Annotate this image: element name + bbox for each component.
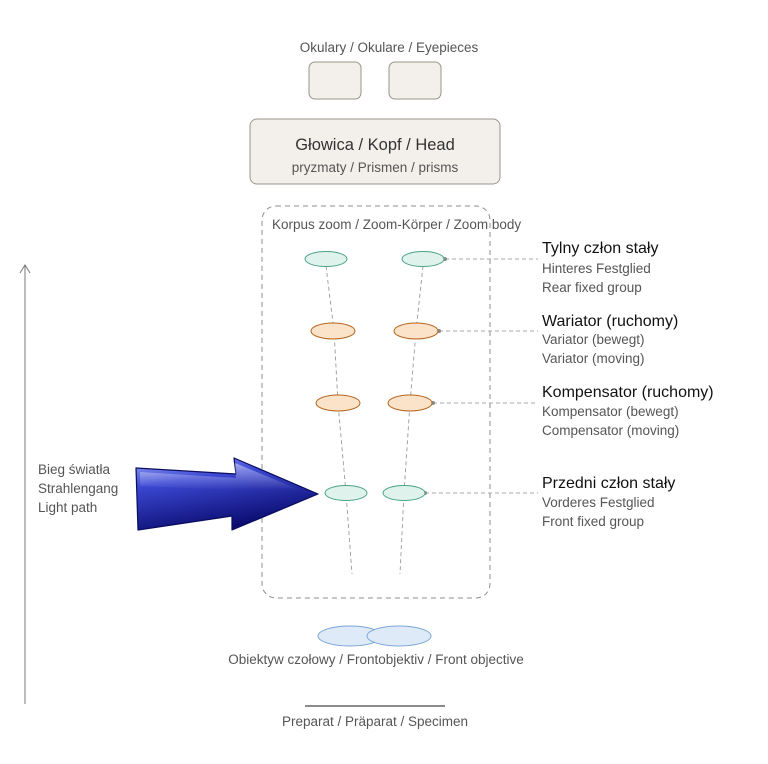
light-path-line3: Light path xyxy=(38,500,97,515)
head-subtitle: pryzmaty / Prismen / prisms xyxy=(292,160,459,175)
eyepieces-label: Okulary / Okulare / Eyepieces xyxy=(300,40,479,55)
variator-lens-right xyxy=(393,322,439,340)
zoom-body-label: Korpus zoom / Zoom-Körper / Zoom body xyxy=(272,217,521,232)
head-box xyxy=(249,118,501,185)
left-ray-line xyxy=(325,265,353,575)
head-title: Głowica / Kopf / Head xyxy=(295,136,455,154)
objective-label: Obiektyw czołowy / Frontobjektiv / Front… xyxy=(228,652,524,667)
light-path-line2: Strahlengang xyxy=(38,481,118,496)
variator-title: Wariator (ruchomy) xyxy=(542,313,678,330)
front-group-line3: Front fixed group xyxy=(542,514,644,529)
front-fixed-lens-left xyxy=(324,485,368,501)
rear-fixed-lens-left xyxy=(304,251,348,267)
compensator-line2: Kompensator (bewegt) xyxy=(542,404,679,419)
front-group-line2: Vorderes Festglied xyxy=(542,495,655,510)
compensator-title: Kompensator (ruchomy) xyxy=(542,384,714,401)
compensator-lens-left xyxy=(315,394,361,412)
rear-group-line2: Hinteres Festglied xyxy=(542,261,651,276)
compensator-line3: Compensator (moving) xyxy=(542,423,679,438)
light-path-arrow-icon xyxy=(135,457,319,531)
light-path-line1: Bieg światła xyxy=(38,462,111,477)
variator-line3: Variator (moving) xyxy=(542,351,645,366)
right-ray-line xyxy=(399,265,424,575)
objective-lens-right xyxy=(366,625,432,647)
rear-group-title: Tylny człon stały xyxy=(542,240,658,257)
front-fixed-lens-right xyxy=(382,485,426,501)
rear-group-line3: Rear fixed group xyxy=(542,280,642,295)
specimen-label: Preparat / Präparat / Specimen xyxy=(282,714,468,729)
rear-fixed-lens-right xyxy=(401,251,445,267)
left-eyepiece xyxy=(308,61,362,100)
right-eyepiece xyxy=(388,61,442,100)
zoom-body-box xyxy=(261,205,491,599)
variator-lens-left xyxy=(310,322,356,340)
up-arrow-icon xyxy=(19,264,31,274)
variator-line2: Variator (bewegt) xyxy=(542,332,645,347)
compensator-lens-right xyxy=(387,394,433,412)
front-group-title: Przedni człon stały xyxy=(542,475,675,492)
